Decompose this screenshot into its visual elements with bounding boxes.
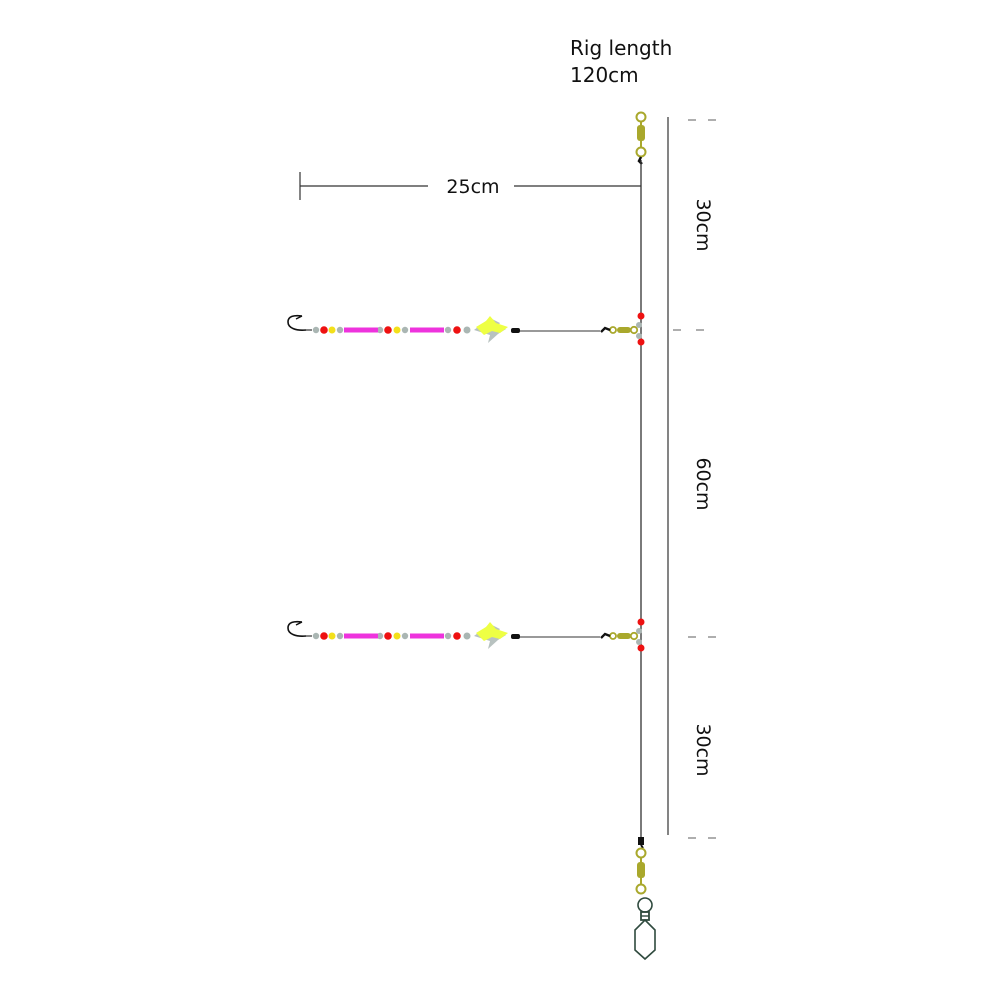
rig-length-title: Rig length bbox=[570, 36, 672, 60]
section-ticks bbox=[673, 119, 716, 839]
bottom-swivel-icon bbox=[635, 837, 647, 895]
middle-section-label: 60cm bbox=[692, 457, 714, 510]
lower-snood bbox=[286, 617, 646, 653]
snood-dimension bbox=[299, 172, 641, 200]
upper-snood bbox=[286, 311, 646, 347]
upper-hook-icon bbox=[286, 311, 646, 347]
lower-hook-icon bbox=[286, 617, 646, 653]
bottom-section-label: 30cm bbox=[692, 723, 714, 776]
top-section-label: 30cm bbox=[692, 198, 714, 251]
rig-length-value: 120cm bbox=[570, 63, 639, 87]
lead-clip-icon bbox=[634, 897, 656, 961]
top-swivel-icon bbox=[635, 111, 647, 165]
snood-length-label: 25cm bbox=[446, 176, 499, 198]
